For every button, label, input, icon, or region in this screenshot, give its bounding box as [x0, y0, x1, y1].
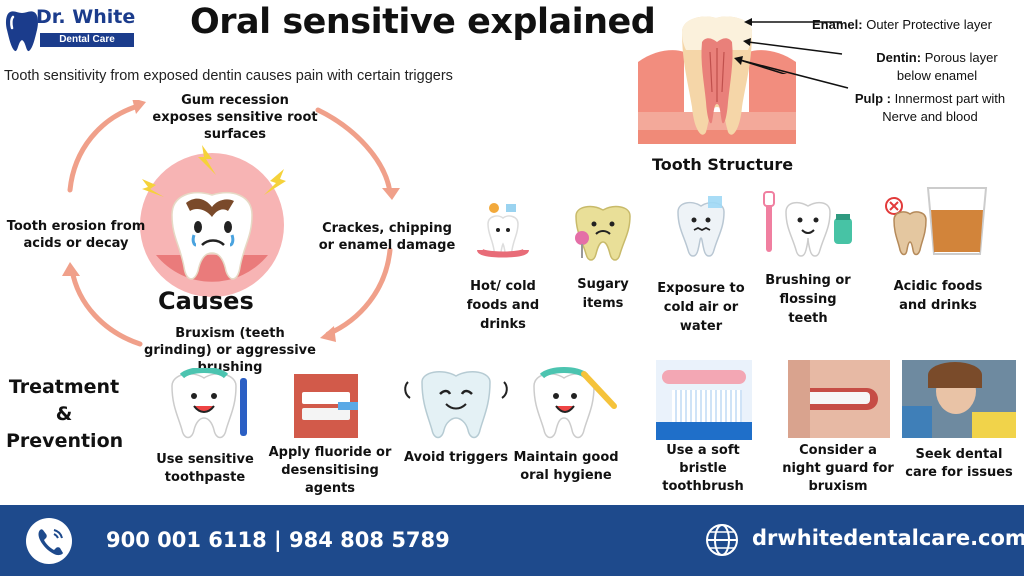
page-title: Oral sensitive explained	[190, 2, 656, 42]
trigger-sugary-label: Sugary items	[577, 277, 629, 311]
sensitive-tooth-illustration	[136, 145, 288, 297]
treatment-fluoride-label: Apply fluoride or desensitising agents	[268, 445, 392, 496]
pulp-desc: Innermost part with Nerve and blood	[882, 91, 1006, 124]
dentin-label: Dentin: Porous layer below enamel	[862, 49, 1012, 85]
treatment-heading-line-3: Prevention	[6, 430, 124, 452]
trigger-acidic-label: Acidic foods and drinks	[893, 279, 983, 313]
page-subtitle: Tooth sensitivity from exposed dentin ca…	[4, 68, 453, 84]
dentin-desc: Porous layer below enamel	[896, 50, 998, 83]
trigger-acidic: Acidic foods and drinks	[880, 184, 996, 315]
footer-bar	[0, 505, 1024, 576]
treatment-heading-line-2: &	[55, 403, 73, 425]
treatment-heading: Treatment & Prevention	[6, 374, 124, 455]
trigger-hot-cold-label: Hot/ cold foods and drinks	[466, 279, 540, 332]
acidic-drink-icon	[885, 187, 988, 256]
dentin-term: Dentin:	[876, 50, 922, 65]
enamel-desc: Outer Protective layer	[866, 17, 992, 32]
hot-cold-tooth-icon	[477, 203, 529, 258]
trigger-sugary: Sugary items	[556, 200, 650, 313]
pulp-label: Pulp : Innermost part with Nerve and blo…	[840, 90, 1020, 126]
cause-gum-recession: Gum recession exposes sensitive root sur…	[152, 93, 318, 142]
tooth-structure-heading: Tooth Structure	[652, 155, 794, 174]
tooth-structure-illustration	[634, 12, 799, 144]
trigger-cold-air-label: Exposure to cold air or water	[657, 281, 745, 334]
treatment-hygiene: Maintain good oral hygiene	[512, 362, 620, 485]
brushing-tooth-icon	[763, 191, 852, 257]
phone-icon	[26, 518, 72, 564]
sugary-tooth-icon	[575, 205, 631, 261]
treatment-avoid: Avoid triggers	[396, 368, 516, 467]
treatment-soft-brush-label: Use a soft bristle toothbrush	[662, 443, 744, 494]
logo	[4, 8, 40, 54]
cause-erosion: Tooth erosion from acids or decay	[6, 219, 146, 251]
treatment-dentist-label: Seek dental care for issues	[905, 447, 1013, 480]
treatment-fluoride: Apply fluoride or desensitising agents	[269, 374, 400, 498]
toothpaste-tooth-icon	[171, 367, 247, 439]
globe-icon	[704, 522, 740, 558]
phone-numbers[interactable]: 900 001 6118 | 984 808 5789	[106, 528, 450, 552]
brand-tagline: Dental Care	[40, 33, 134, 47]
painful-tooth-icon	[140, 145, 286, 297]
treatment-heading-line-1: Treatment	[8, 376, 120, 398]
pulp-pointer-arrow	[734, 56, 849, 89]
dentist-visit-icon	[902, 360, 1016, 438]
causes-heading: Causes	[158, 287, 254, 315]
treatment-dentist: Seek dental care for issues	[902, 360, 1016, 482]
brand-name: Dr. White	[36, 6, 136, 28]
treatment-night-guard: Consider a night guard for bruxism	[780, 360, 896, 496]
treatment-toothpaste: Use sensitive toothpaste	[146, 367, 264, 487]
pulp-term: Pulp :	[854, 91, 891, 106]
treatment-avoid-label: Avoid triggers	[404, 450, 508, 465]
cause-cracks: Crackes, chipping or enamel damage	[318, 221, 456, 253]
hygiene-tooth-icon	[533, 367, 617, 439]
trigger-cold-air: Exposure to cold air or water	[656, 194, 746, 336]
treatment-hygiene-label: Maintain good oral hygiene	[513, 450, 619, 483]
trigger-brushing-label: Brushing or flossing teeth	[765, 273, 851, 326]
enamel-term: Enamel:	[812, 17, 863, 32]
website-link[interactable]: drwhitedentalcare.com	[752, 526, 1024, 550]
happy-tooth-icon	[404, 370, 508, 439]
treatment-toothpaste-label: Use sensitive toothpaste	[156, 452, 254, 485]
structure-pointer-arrows	[739, 18, 843, 74]
tooth-logo-icon	[6, 11, 38, 52]
toothbrush-icon	[656, 360, 752, 440]
night-guard-icon	[788, 360, 890, 438]
tooth-cross-section-icon	[638, 16, 796, 144]
trigger-hot-cold: Hot/ cold foods and drinks	[462, 200, 544, 334]
enamel-label: Enamel: Outer Protective layer	[812, 17, 992, 32]
cause-bruxism: Bruxism (teeth grinding) or aggressive b…	[144, 326, 316, 375]
trigger-brushing: Brushing or flossing teeth	[758, 190, 858, 328]
treatment-night-guard-label: Consider a night guard for bruxism	[782, 443, 894, 494]
treatment-soft-brush: Use a soft bristle toothbrush	[650, 360, 756, 496]
cold-tooth-icon	[677, 196, 725, 257]
causes-cycle-arrows	[62, 100, 400, 347]
fluoride-teeth-icon	[294, 374, 358, 438]
